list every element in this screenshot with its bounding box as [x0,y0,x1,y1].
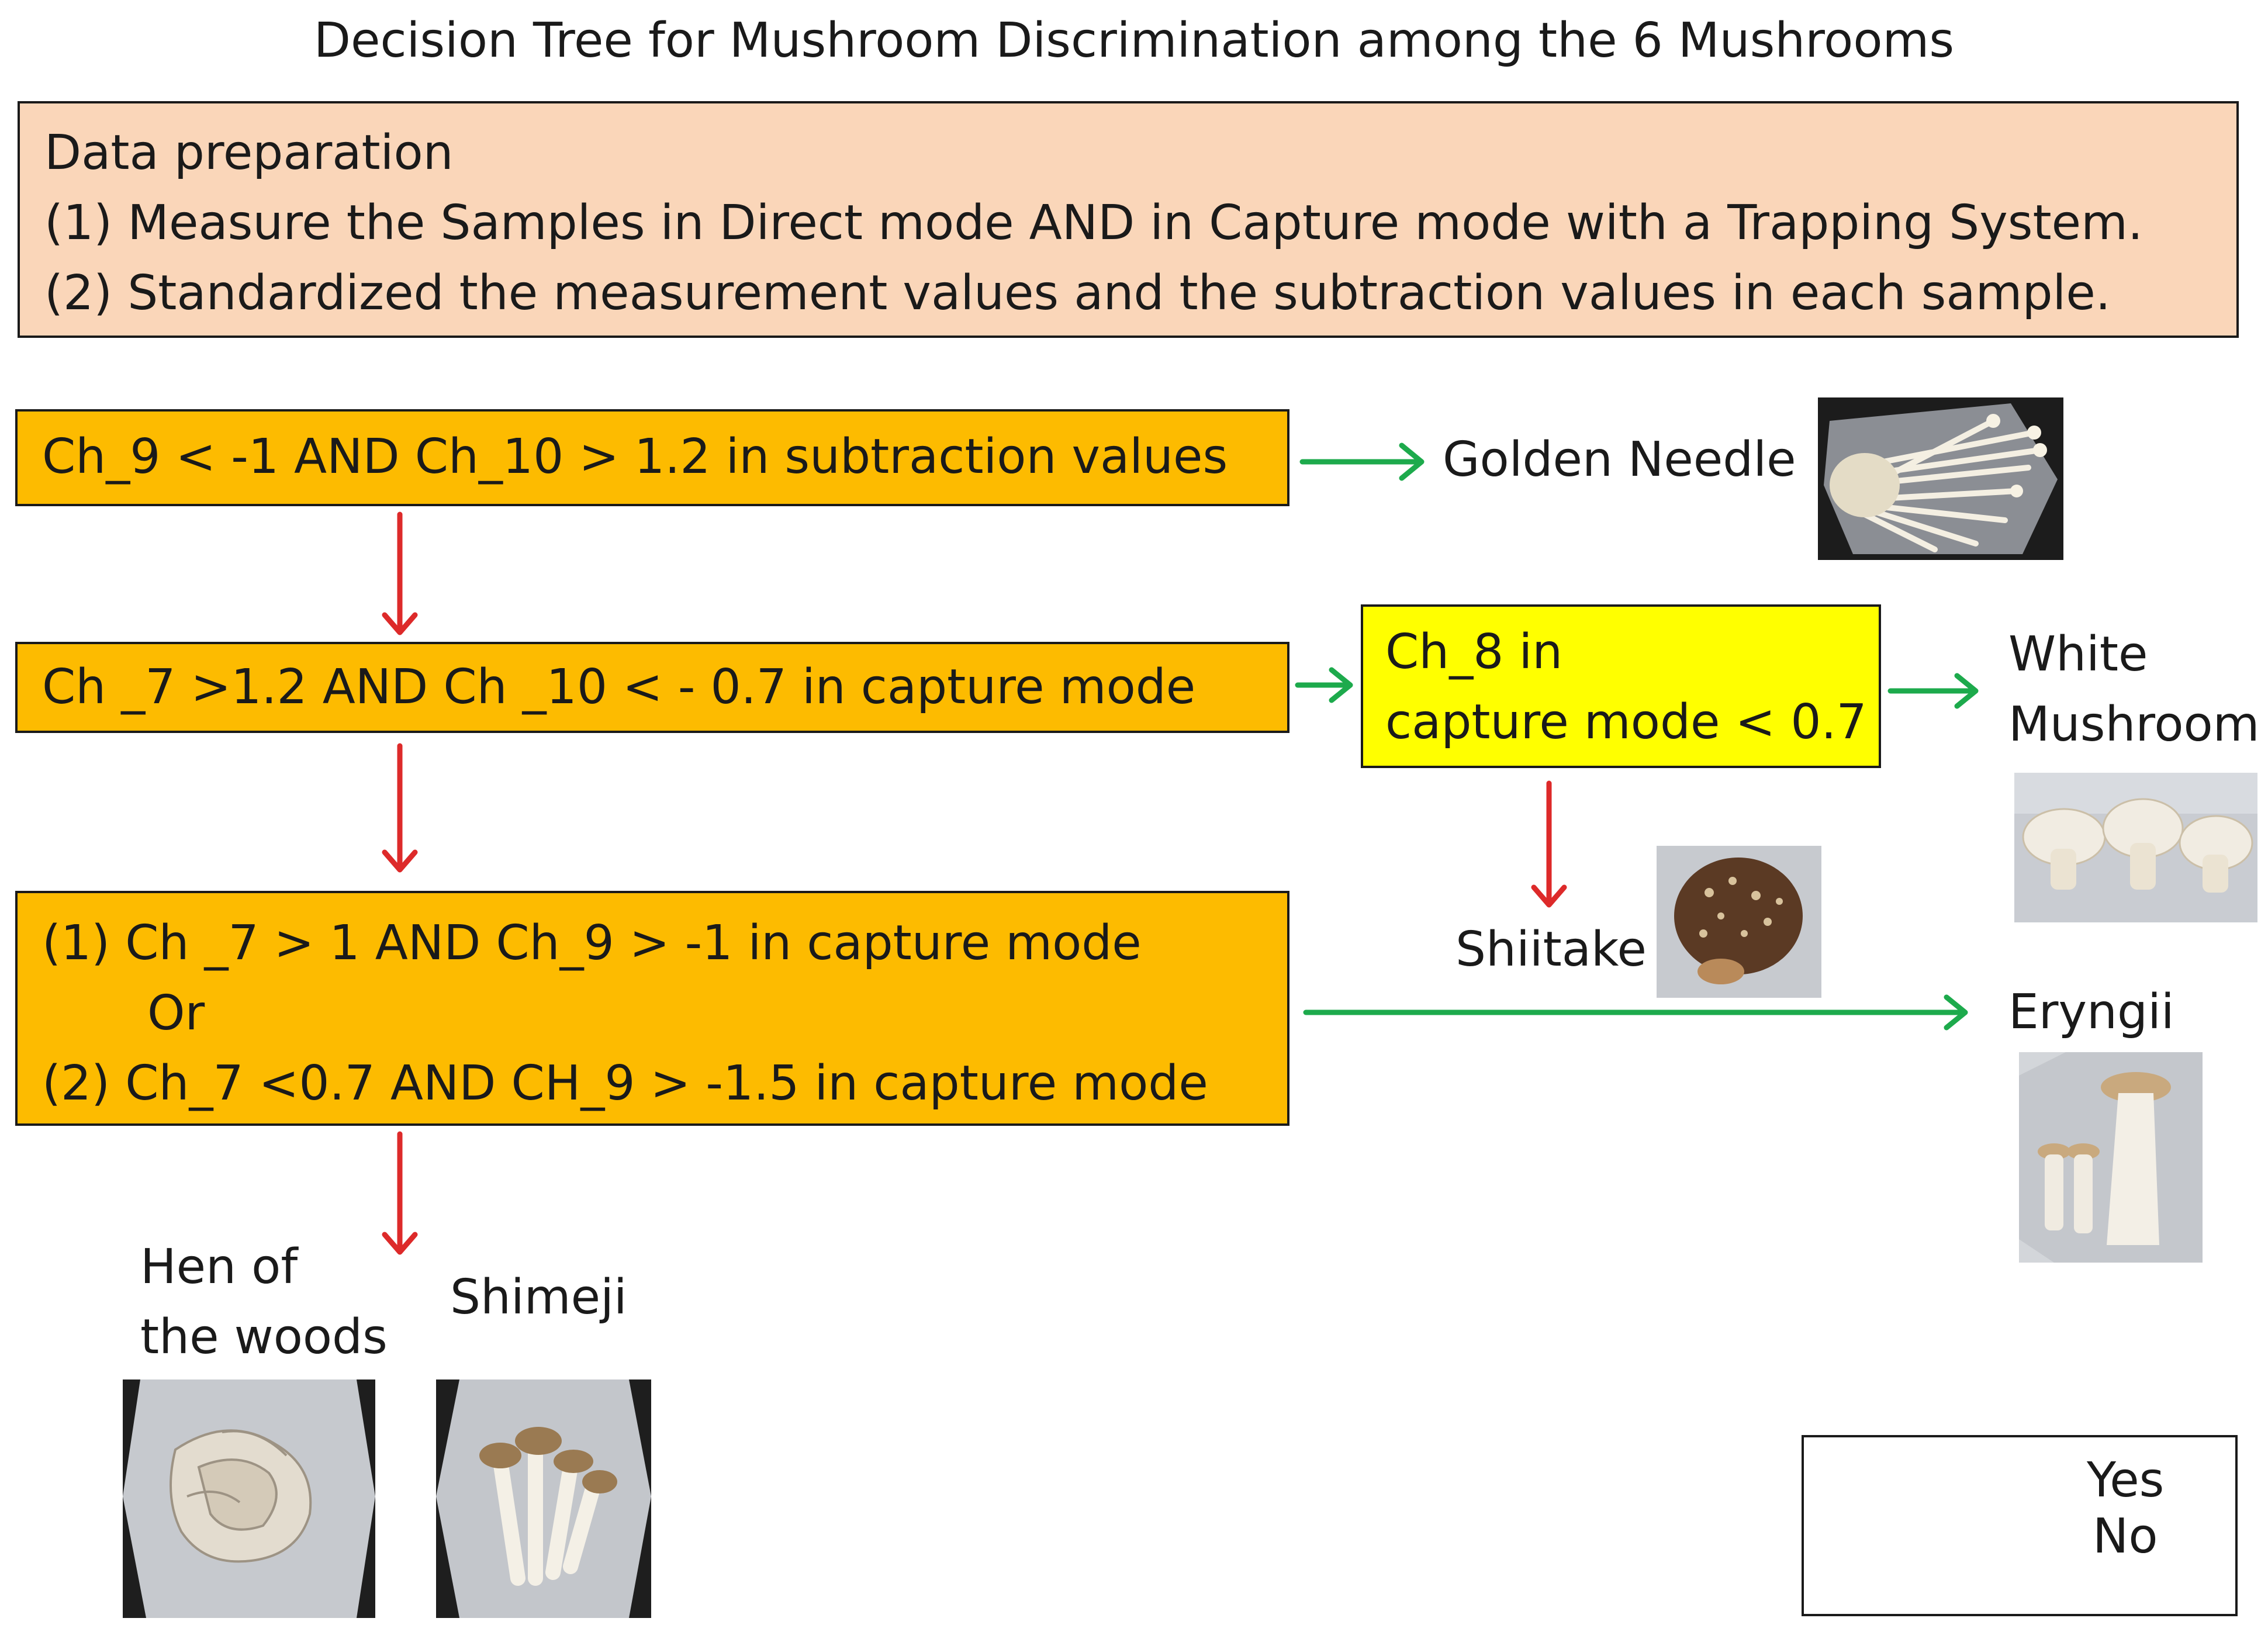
legend-yes-label: Yes [2087,1453,2165,1508]
condition-capture-ch7-ch9-box: (1) Ch _7 > 1 AND Ch_9 > -1 in capture m… [15,891,1289,1126]
yes-arrow-eryngii [1303,994,1968,1031]
result-white-mushroom-line-1: White [2008,627,2148,682]
condition-ch7-ch9-line-1: (1) Ch _7 > 1 AND Ch_9 > -1 in capture m… [42,915,1142,971]
legend-box: Yes No [1802,1435,2238,1616]
no-arrow-to-hen-shimeji [382,1131,418,1255]
data-preparation-step-2: (2) Standardized the measurement values … [44,265,2111,321]
data-preparation-step-1: (1) Measure the Samples in Direct mode A… [44,195,2143,251]
condition-or-text: Or [147,986,205,1041]
result-hen-of-the-woods-line-2: the woods [140,1309,388,1365]
diagram-title: Decision Tree for Mushroom Discriminatio… [313,13,1955,68]
legend-no-label: No [2093,1509,2158,1564]
result-white-mushroom-line-2: Mushroom [2008,697,2260,752]
result-shimeji: Shimeji [450,1270,627,1325]
result-golden-needle: Golden Needle [1443,432,1796,488]
condition-ch8-line-1: Ch_8 in [1385,624,1563,680]
yes-arrow-white-mushroom [1887,673,1979,709]
yes-arrow-golden-needle [1299,442,1425,481]
no-arrow-to-condition-2 [382,511,418,635]
condition-ch8-line-2: capture mode < 0.7 [1385,694,1867,750]
no-arrow-shiitake [1531,780,1567,908]
golden-needle-photo [1818,397,2063,560]
condition-ch7-ch9-line-2: (2) Ch_7 <0.7 AND CH_9 > -1.5 in capture… [42,1056,1208,1111]
eryngii-photo [2019,1052,2203,1263]
result-hen-of-the-woods-line-1: Hen of [140,1239,298,1295]
no-arrow-to-condition-4 [382,743,418,873]
data-preparation-box: Data preparation (1) Measure the Samples… [18,101,2239,338]
result-shiitake: Shiitake [1455,922,1647,977]
yes-arrow-to-ch8 [1295,667,1353,703]
hen-of-the-woods-photo [123,1379,375,1618]
shimeji-photo [436,1379,651,1618]
white-mushroom-photo [2014,773,2257,922]
condition-ch8-box: Ch_8 in capture mode < 0.7 [1361,604,1881,768]
data-preparation-heading: Data preparation [44,125,454,181]
condition-subtraction-box: Ch_9 < -1 AND Ch_10 > 1.2 in subtraction… [15,409,1289,506]
condition-capture-ch7-ch10-box: Ch _7 >1.2 AND Ch _10 < - 0.7 in capture… [15,642,1289,733]
shiitake-photo [1657,846,1821,998]
result-eryngii: Eryngii [2008,984,2174,1040]
